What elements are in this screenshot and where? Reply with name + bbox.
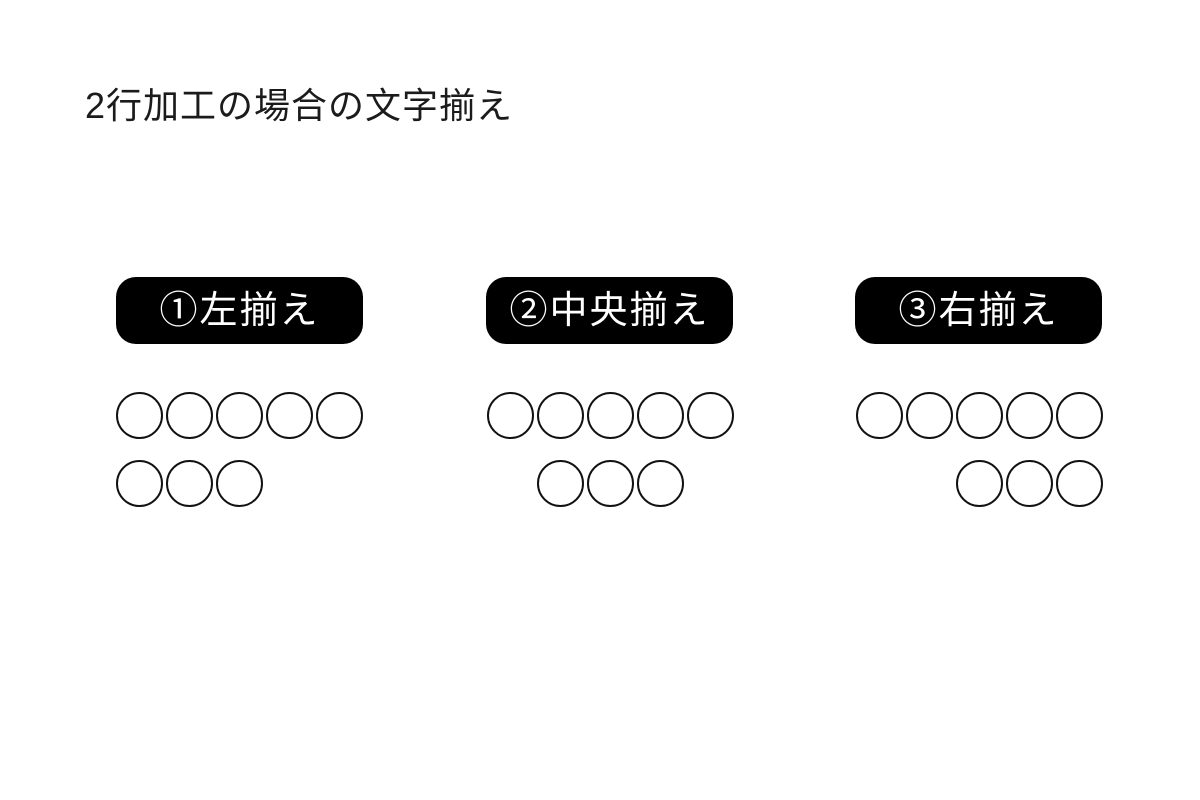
circle [636,392,684,439]
badge-center-align-label: ②中央揃え [509,289,710,332]
circle [1006,460,1053,507]
circle-row-2 [486,460,734,507]
circle-diagram-right [855,392,1103,507]
circle [856,392,903,439]
badge-left-align-label: ①左揃え [159,289,320,332]
alignment-group-center: ②中央揃え [486,277,734,507]
circle [686,392,734,439]
circle [536,392,584,439]
circle [956,460,1003,507]
circle [116,392,163,439]
circle [1056,460,1103,507]
circle [536,460,584,507]
circle [266,392,313,439]
circle-row-1 [855,392,1103,439]
badge-right-align: ③右揃え [855,277,1102,344]
page-title: 2行加工の場合の文字揃え [85,85,514,126]
badge-left-align: ①左揃え [116,277,363,344]
circle [216,392,263,439]
badge-right-align-label: ③右揃え [898,289,1059,332]
circle [1056,392,1103,439]
circle [906,392,953,439]
circle-row-2 [855,460,1103,507]
circle [166,460,213,507]
alignment-group-left: ①左揃え [116,277,364,507]
circle-diagram-center [486,392,734,507]
circle [586,392,634,439]
circle-row-2 [116,460,364,507]
circle [116,460,163,507]
circle [956,392,1003,439]
circle [316,392,363,439]
badge-center-align: ②中央揃え [486,277,733,344]
circle-diagram-left [116,392,364,507]
circle [586,460,634,507]
circle [216,460,263,507]
circle [486,392,534,439]
circle [166,392,213,439]
circle [1006,392,1053,439]
circle-row-1 [486,392,734,439]
circle [636,460,684,507]
circle-row-1 [116,392,364,439]
alignment-group-right: ③右揃え [855,277,1103,507]
